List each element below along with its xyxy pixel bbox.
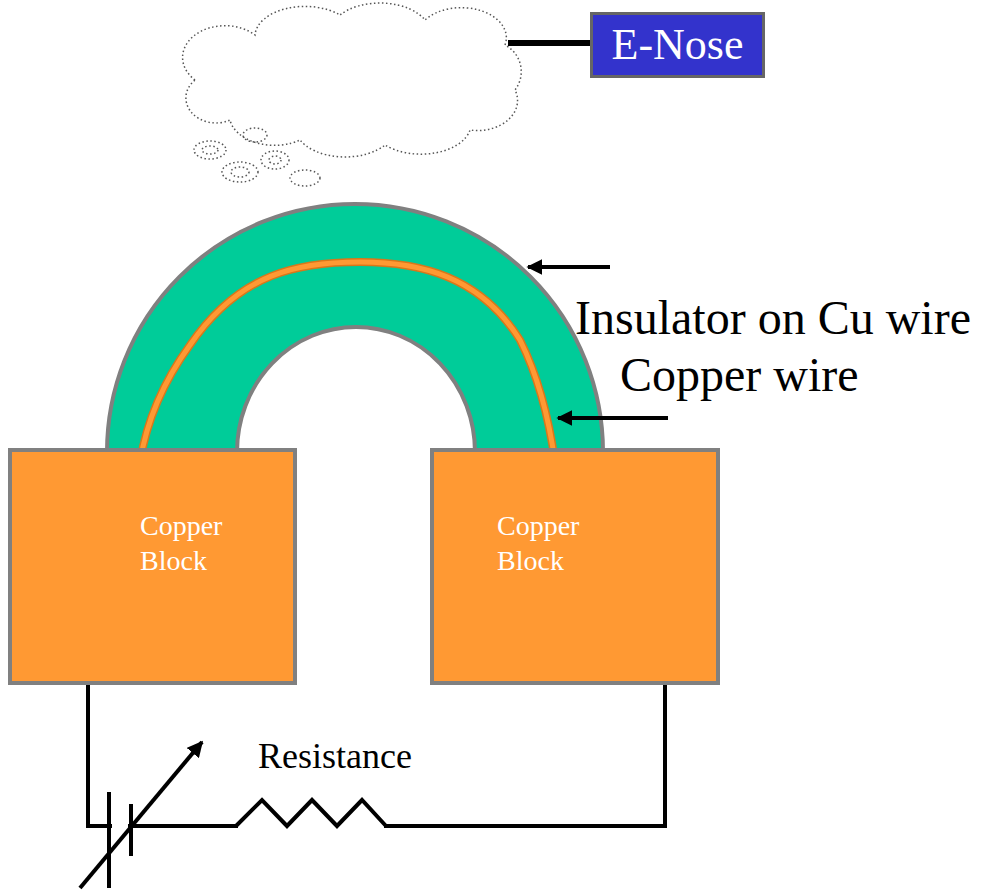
sample-tube	[508, 40, 592, 46]
leader-arrow	[528, 265, 610, 269]
variable-arrow	[80, 742, 202, 888]
battery-plate	[107, 792, 111, 888]
part-label: Insulator on Cu wire	[575, 290, 971, 345]
leader-arrow	[558, 416, 668, 420]
copper-wire	[140, 262, 555, 462]
circuit-wire	[88, 685, 665, 826]
block-label: Copper Block	[497, 508, 601, 578]
box-title: E-Nose	[612, 21, 744, 69]
part-label: Copper wire	[620, 347, 859, 402]
copper-block: Copper Block	[8, 448, 297, 685]
resistor-symbol	[236, 800, 386, 826]
copper-wire	[140, 262, 555, 462]
odour-cloud	[183, 3, 522, 186]
copper-block: Copper Block	[430, 448, 720, 685]
part-label: Resistance	[258, 736, 412, 777]
sensor-box: E-Nose	[590, 12, 765, 78]
block-label: Copper Block	[140, 508, 244, 578]
insulator-arch	[107, 204, 603, 452]
wire-gap	[238, 818, 384, 834]
